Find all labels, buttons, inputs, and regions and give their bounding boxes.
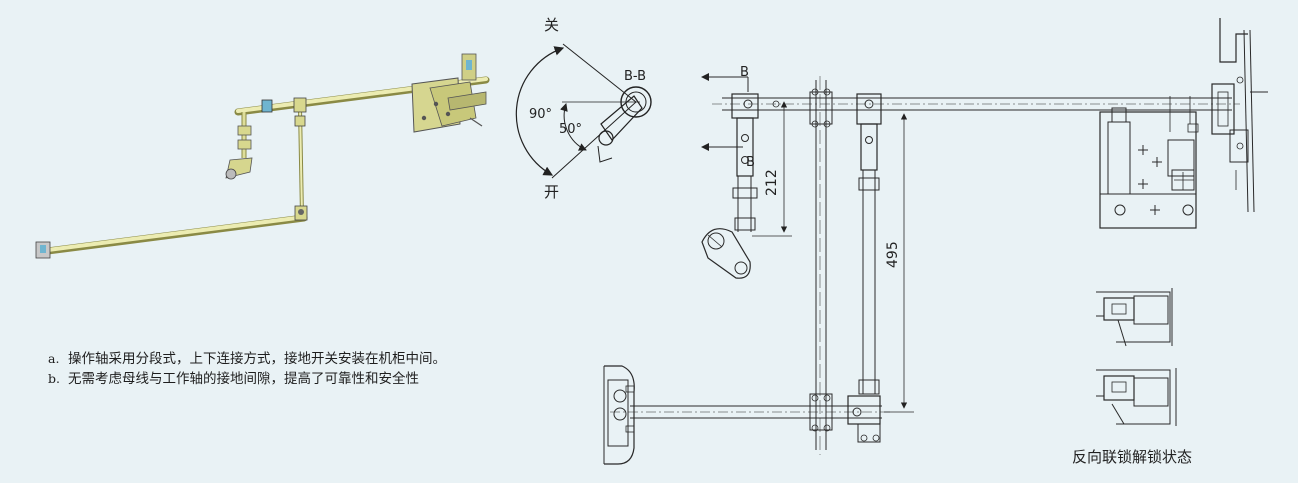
- label-close: 关: [544, 16, 559, 34]
- section-label: B-B: [624, 69, 646, 84]
- note-text: 无需考虑母线与工作轴的接地间隙，提高了可靠性和安全性: [68, 371, 419, 387]
- caption: 反向联锁解锁状态: [1072, 448, 1193, 466]
- note-item: a. 操作轴采用分段式，上下连接方式，接地开关安装在机柜中间。: [48, 349, 508, 369]
- section-mark-mid: B: [746, 155, 755, 170]
- dimension-495: 495: [885, 241, 901, 268]
- isometric-mechanism: [35, 53, 490, 259]
- note-text: 操作轴采用分段式，上下连接方式，接地开关安装在机柜中间。: [68, 351, 446, 367]
- angle-inner-label: 50°: [559, 122, 582, 137]
- note-item: b. 无需考虑母线与工作轴的接地间隙，提高了可靠性和安全性: [48, 369, 508, 389]
- section-mark-top: B: [740, 65, 749, 80]
- label-open: 开: [544, 183, 559, 201]
- notes-list: a. 操作轴采用分段式，上下连接方式，接地开关安装在机柜中间。 b. 无需考虑母…: [48, 349, 508, 389]
- angle-diagram: [515, 43, 652, 179]
- note-marker: b.: [48, 371, 60, 386]
- angle-outer-label: 90°: [529, 107, 552, 122]
- dimension-212: 212: [764, 169, 780, 196]
- note-marker: a.: [48, 351, 60, 366]
- engineering-drawing: [603, 18, 1268, 465]
